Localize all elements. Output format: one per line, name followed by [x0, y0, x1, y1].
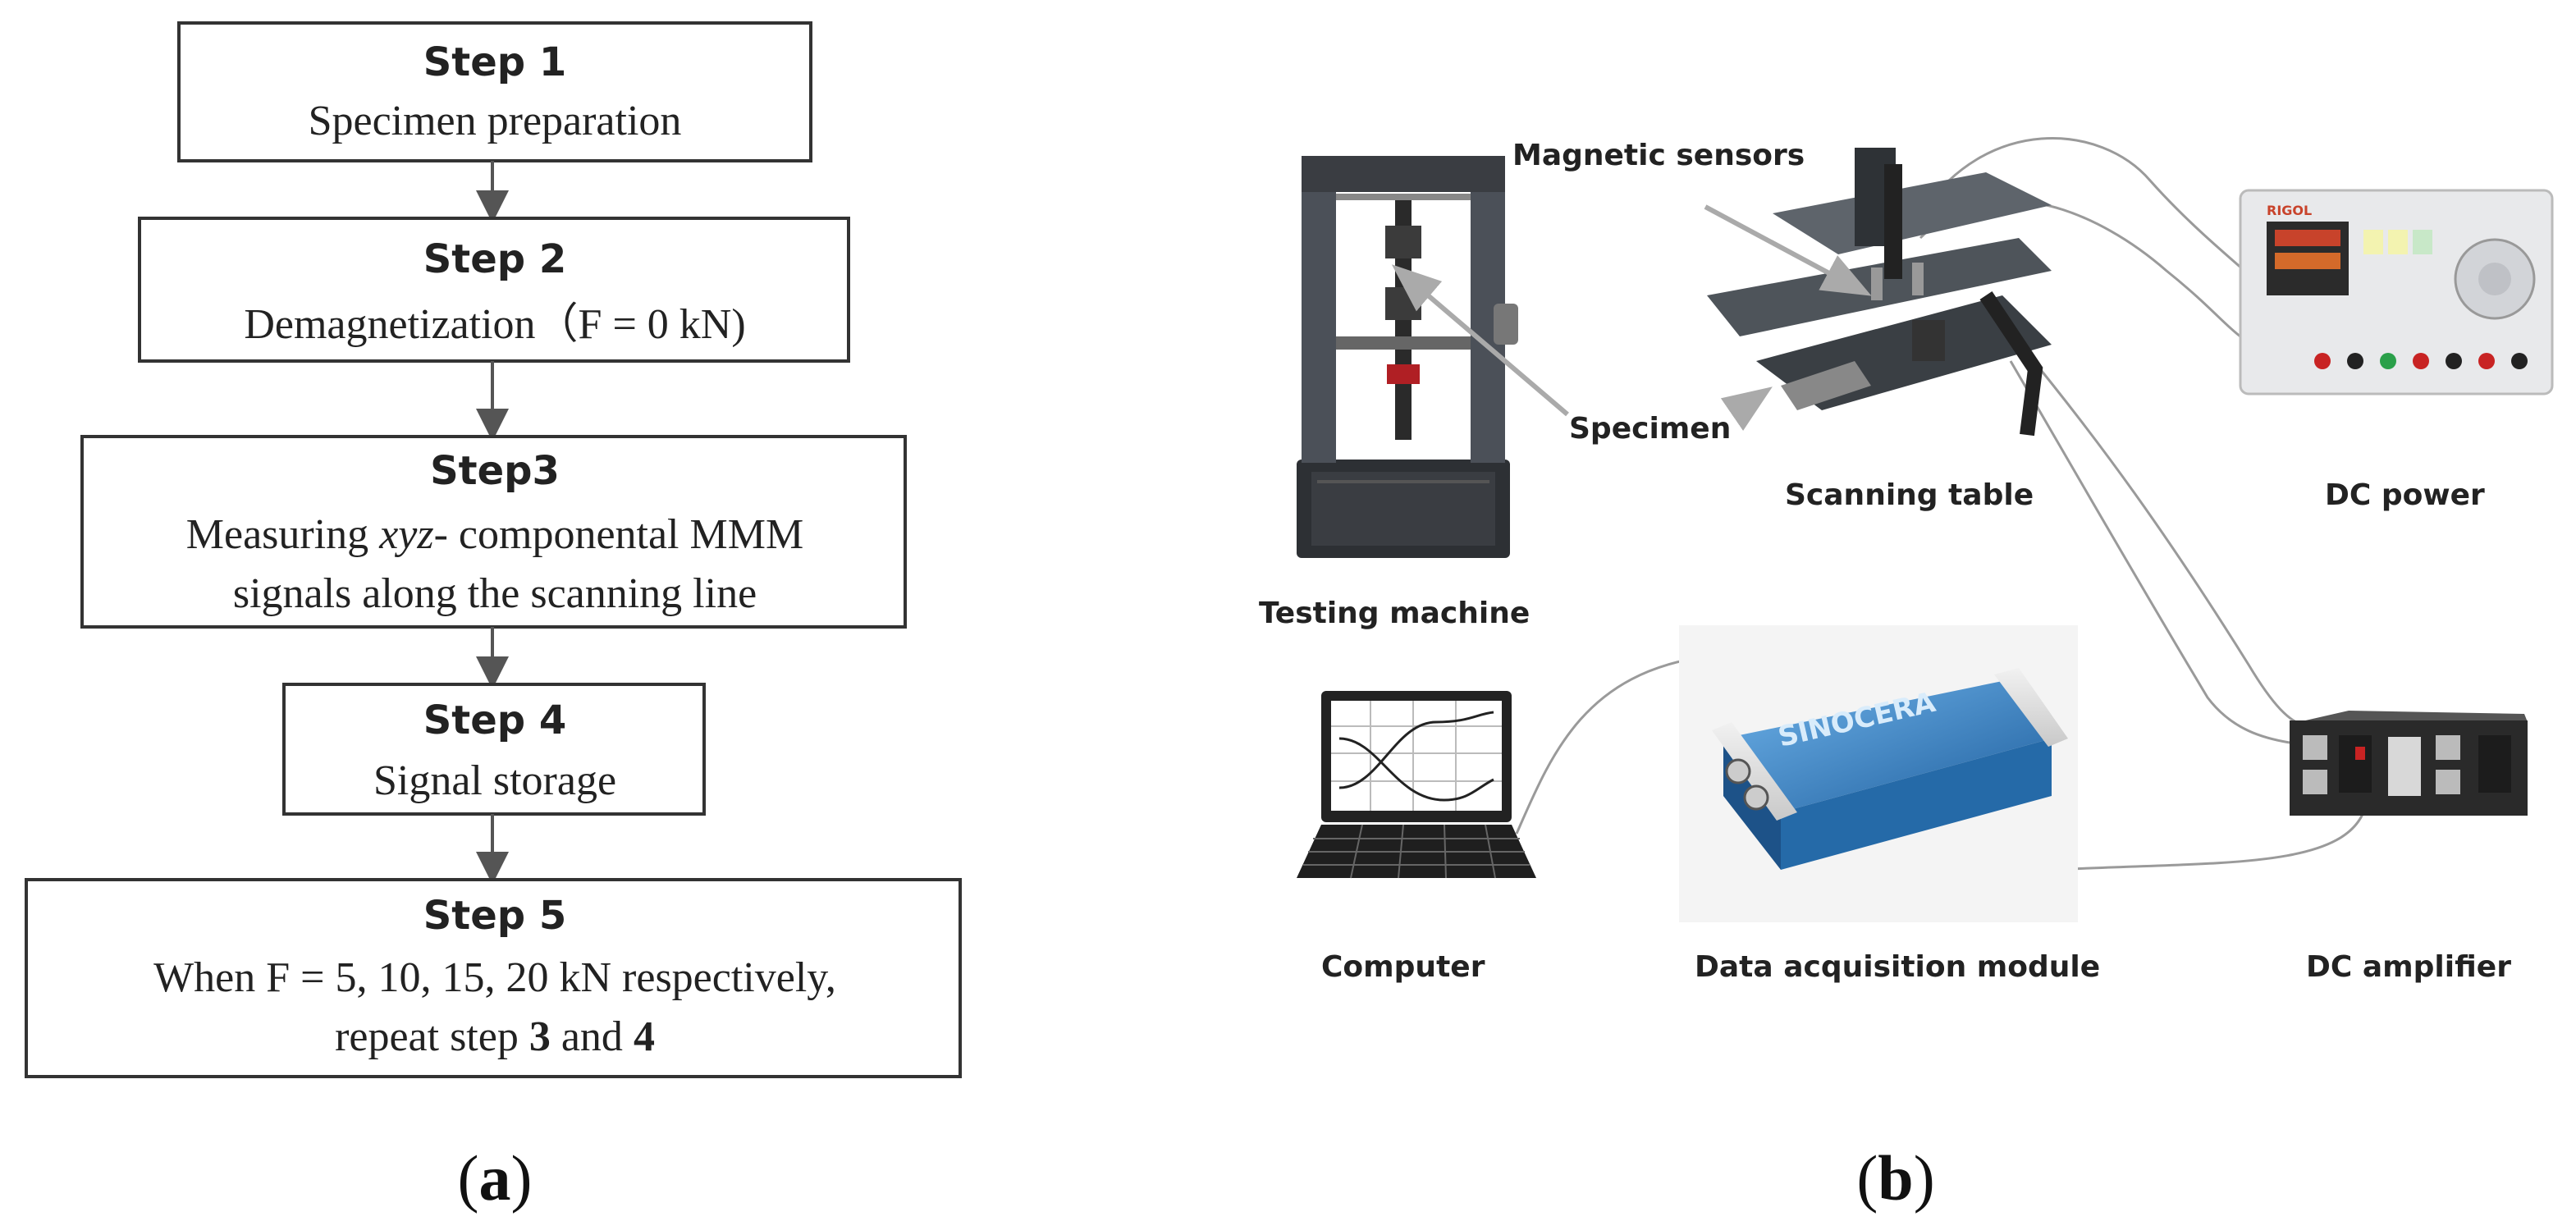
- step-4-text: Signal storage: [373, 757, 616, 804]
- cable-table-amplifier-2: [2009, 360, 2290, 744]
- label-scanning-table: Scanning table: [1785, 478, 2034, 512]
- step-5-box: Step 5 When F = 5, 10, 15, 20 kN respect…: [25, 878, 962, 1078]
- testing-machine-image: [1297, 156, 1518, 558]
- dc-amplifier-image: [2290, 711, 2528, 816]
- label-magnetic-sensors: Magnetic sensors: [1512, 139, 1805, 172]
- panel-label-b: (b): [1856, 1142, 1934, 1214]
- specimen-pointer-arrow-left: [1391, 264, 1569, 417]
- panel-label-a: (a): [458, 1142, 533, 1214]
- step-2-title: Step 2: [423, 236, 567, 282]
- scanning-table-image: [1707, 148, 2052, 437]
- label-testing-machine: Testing machine: [1259, 597, 1530, 630]
- label-dc-amplifier: DC amplifier: [2306, 950, 2511, 984]
- step-1-box: Step 1 Specimen preparation: [177, 21, 812, 162]
- flowchart: Step 1 Specimen preparation Step 2 Demag…: [25, 21, 962, 1214]
- step-3-box: Step3 Measuring xyz- componental MMM sig…: [80, 435, 907, 629]
- setup-diagram: RIGOL: [1259, 137, 2554, 1214]
- sensor-pointer-arrow: [1704, 204, 1872, 296]
- specimen-pointer-arrow-right: [1720, 386, 1773, 431]
- step-3-title: Step3: [430, 448, 560, 494]
- step-4-title: Step 4: [423, 697, 567, 743]
- step-3-text-line1: Measuring xyz- componental MMM: [186, 511, 803, 558]
- computer-image: [1297, 691, 1536, 879]
- label-dc-power: DC power: [2325, 478, 2485, 512]
- step-4-box: Step 4 Signal storage: [282, 683, 706, 816]
- step-1-text: Specimen preparation: [309, 98, 682, 144]
- step-1-title: Step 1: [423, 39, 567, 85]
- step-5-text-line2: repeat step 3 and 4: [335, 1013, 655, 1060]
- label-data-acquisition: Data acquisition module: [1695, 950, 2100, 984]
- cable-table-power: [1919, 137, 2274, 297]
- step-5-title: Step 5: [423, 893, 567, 939]
- dc-power-brand-logo: RIGOL: [2267, 203, 2312, 218]
- step-2-text: Demagnetization（F = 0 kN): [244, 301, 745, 348]
- step-3-text-line2: signals along the scanning line: [233, 570, 757, 617]
- step-2-box: Step 2 Demagnetization（F = 0 kN): [138, 217, 850, 363]
- cable-table-amplifier: [2025, 352, 2307, 728]
- step-5-text-line1: When F = 5, 10, 15, 20 kN respectively,: [153, 954, 836, 1001]
- label-specimen: Specimen: [1569, 412, 1731, 446]
- daq-module-image: SINOCERA: [1679, 625, 2078, 922]
- label-computer: Computer: [1321, 950, 1485, 984]
- dc-power-image: RIGOL: [2239, 189, 2554, 396]
